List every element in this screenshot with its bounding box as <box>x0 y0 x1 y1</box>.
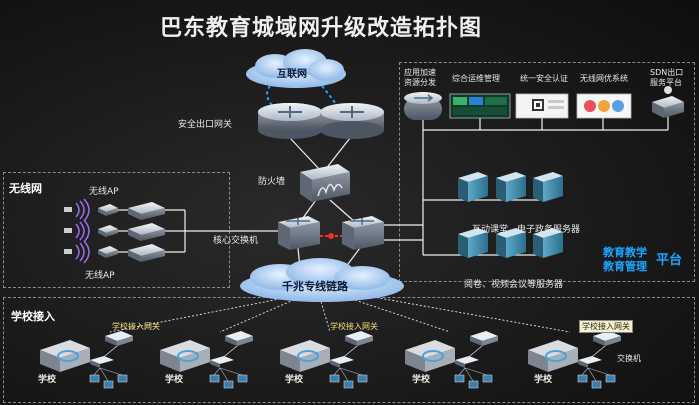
gateway-label: 安全出口网关 <box>178 120 233 130</box>
ap-row-1 <box>64 198 165 222</box>
diagram-title: 巴东教育城域网升级改造拓扑图 <box>160 16 483 41</box>
sdn-exit-device <box>652 86 684 118</box>
backbone-label: 千兆专线链路 <box>282 280 348 293</box>
ap-label-bottom: 无线AP <box>85 271 115 281</box>
server-1 <box>458 172 488 202</box>
school-label-5: 学校 <box>534 375 553 385</box>
backbone-cloud <box>240 258 404 302</box>
server-group-1-label: 互动课堂、电子政务服务器 <box>472 225 581 235</box>
ap-row-3 <box>64 240 165 264</box>
firewall-device <box>300 164 350 202</box>
school-gateway-label-3: 学校接入网关 <box>579 320 633 333</box>
server-5 <box>496 228 526 258</box>
school-sites <box>40 331 621 389</box>
app-acceleration-icon <box>404 92 442 120</box>
ops-management-screen <box>449 93 511 119</box>
server-6 <box>533 228 563 258</box>
gateway-router-left <box>258 103 322 139</box>
school-site-3 <box>280 331 373 389</box>
ap-row-2 <box>64 219 165 243</box>
school-label-3: 学校 <box>285 375 304 385</box>
school-label-2: 学校 <box>165 375 184 385</box>
school-gateway-label-1: 学校接入网关 <box>112 322 160 331</box>
server-2 <box>496 172 526 202</box>
ap-label-top: 无线AP <box>89 187 119 197</box>
school-site-4 <box>405 331 498 389</box>
internet-label: 互联网 <box>277 69 307 80</box>
wireless-title: 无线网 <box>9 182 42 195</box>
service-label-wifi: 无线网优系统 <box>580 74 628 83</box>
school-label-1: 学校 <box>38 375 57 385</box>
platform-word: 平台 <box>656 253 683 268</box>
school-switch-label: 交换机 <box>617 354 641 363</box>
server-4 <box>458 228 488 258</box>
server-group-2-label: 阅卷、视频会议等服务器 <box>464 280 564 290</box>
wifi-opt-screen <box>576 93 632 119</box>
platform-box <box>399 62 695 282</box>
service-label-acceleration: 应用加速 资源分发 <box>404 68 436 87</box>
firewall-label: 防火墙 <box>258 177 286 187</box>
core-switch-left <box>278 216 320 250</box>
school-site-2 <box>160 331 253 389</box>
school-gateway-label-2: 学校接入网关 <box>330 322 378 331</box>
service-label-sdn: SDN出口 服务平台 <box>650 68 684 87</box>
server-group <box>458 172 563 258</box>
internet-cloud <box>246 49 346 88</box>
school-label-4: 学校 <box>412 375 431 385</box>
gateway-router-right <box>320 103 384 139</box>
core-switch-right <box>342 216 384 250</box>
school-site-1 <box>40 331 133 389</box>
auth-screen <box>515 93 569 119</box>
service-label-ops: 综合运维管理 <box>452 74 500 83</box>
wireless-box <box>3 172 230 288</box>
wireless-devices <box>64 198 165 264</box>
school-access-title: 学校接入 <box>11 310 55 323</box>
core-switch-label: 核心交换机 <box>213 236 259 246</box>
service-label-auth: 统一安全认证 <box>520 74 568 83</box>
school-site-5 <box>528 331 621 389</box>
server-3 <box>533 172 563 202</box>
platform-line2: 教育管理 <box>603 260 647 273</box>
platform-line1: 教育教学 <box>603 246 647 259</box>
